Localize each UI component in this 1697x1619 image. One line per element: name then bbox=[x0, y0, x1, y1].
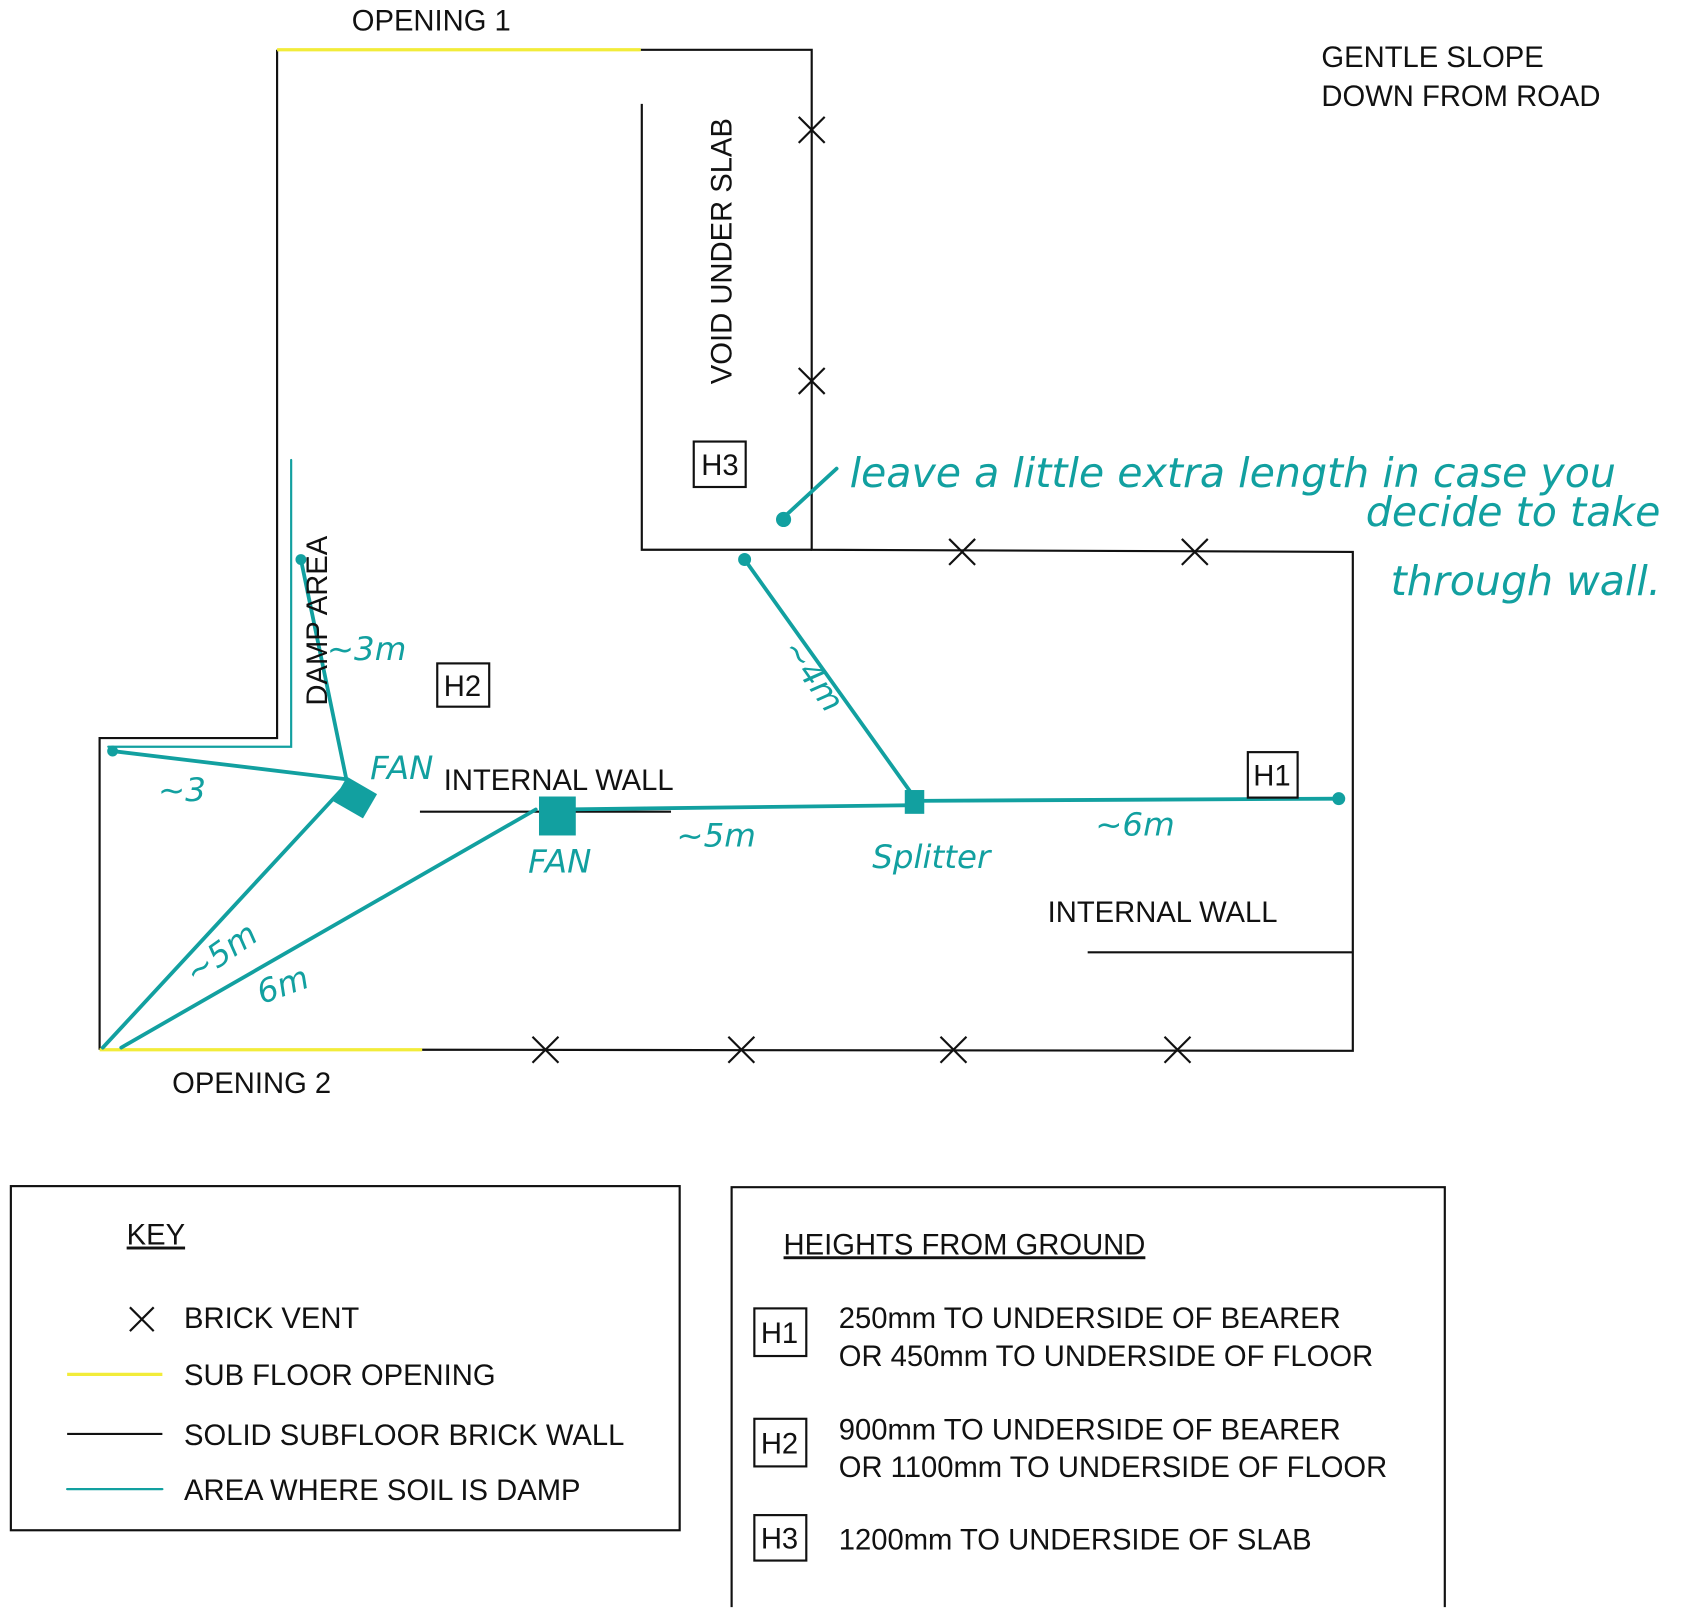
svg-text:H3: H3 bbox=[701, 450, 738, 482]
length-label: ~3m bbox=[327, 630, 406, 668]
key-item-label: SUB FLOOR OPENING bbox=[184, 1360, 496, 1392]
svg-text:H2: H2 bbox=[444, 671, 481, 703]
splitter-label: Splitter bbox=[872, 838, 993, 876]
ducting-lines bbox=[100, 466, 1346, 1050]
handwritten-note-line: decide to take bbox=[1366, 488, 1661, 536]
height-marker: H3 bbox=[761, 1524, 798, 1556]
key-title: KEY bbox=[127, 1220, 185, 1252]
height-desc: 1200mm TO UNDERSIDE OF SLAB bbox=[839, 1525, 1312, 1557]
brick-vent-icon bbox=[727, 1036, 756, 1064]
length-label: ~5m bbox=[676, 816, 755, 854]
brick-vent-icon bbox=[531, 1036, 560, 1064]
key-item-label: AREA WHERE SOIL IS DAMP bbox=[184, 1475, 581, 1507]
length-label: ~3 bbox=[158, 771, 206, 809]
x-mark-icon bbox=[129, 1306, 155, 1332]
brick-vent-icon bbox=[939, 1036, 968, 1064]
fan-label: FAN bbox=[370, 749, 433, 787]
handwritten-note-line: leave a little extra length in case you bbox=[850, 449, 1616, 497]
height-desc: OR 1100mm TO UNDERSIDE OF FLOOR bbox=[839, 1452, 1387, 1484]
height-marker-h2: H2 bbox=[436, 662, 491, 708]
brick-vent-icon bbox=[797, 116, 826, 144]
splitter-icon bbox=[904, 790, 925, 814]
damp-area-boundary bbox=[107, 458, 293, 748]
length-label: ~6m bbox=[1095, 805, 1174, 843]
slope-note-line: DOWN FROM ROAD bbox=[1321, 81, 1600, 113]
heights-title: HEIGHTS FROM GROUND bbox=[784, 1229, 1146, 1261]
height-marker: H1 bbox=[761, 1318, 798, 1350]
brick-vent-icon bbox=[1181, 538, 1209, 566]
length-label: ~4m bbox=[775, 632, 852, 719]
height-marker: H2 bbox=[761, 1428, 798, 1460]
svg-text:H1: H1 bbox=[1253, 761, 1290, 793]
height-desc: OR 450mm TO UNDERSIDE OF FLOOR bbox=[839, 1341, 1373, 1373]
opening-2-label: OPENING 2 bbox=[172, 1068, 331, 1100]
key-item-label: SOLID SUBFLOOR BRICK WALL bbox=[184, 1420, 624, 1452]
brick-vent-icon bbox=[948, 538, 976, 566]
length-label: ~5m bbox=[178, 915, 265, 992]
damp-area-label: DAMP AREA bbox=[302, 535, 334, 705]
slope-note-line: GENTLE SLOPE bbox=[1321, 42, 1543, 74]
key-legend: KEY BRICK VENT SUB FLOOR OPENING SOLID S… bbox=[9, 1185, 681, 1532]
handwritten-note-line: through wall. bbox=[1391, 557, 1661, 605]
brick-vents bbox=[531, 116, 1209, 1064]
fan-1-icon bbox=[332, 776, 378, 819]
heights-legend: HEIGHTS FROM GROUND H1 250mm TO UNDERSID… bbox=[730, 1186, 1446, 1608]
key-item-label: BRICK VENT bbox=[184, 1303, 359, 1335]
void-under-slab-label: VOID UNDER SLAB bbox=[707, 118, 739, 384]
height-desc: 900mm TO UNDERSIDE OF BEARER bbox=[839, 1414, 1341, 1446]
internal-wall-label: INTERNAL WALL bbox=[444, 765, 674, 797]
brick-vent-icon bbox=[1163, 1036, 1192, 1064]
internal-wall-label: INTERNAL WALL bbox=[1048, 897, 1278, 929]
fan-2-icon bbox=[538, 796, 576, 836]
fan-label: FAN bbox=[528, 842, 591, 880]
height-desc: 250mm TO UNDERSIDE OF BEARER bbox=[839, 1303, 1341, 1335]
brick-vent-icon bbox=[797, 367, 826, 395]
brick-walls bbox=[98, 48, 1354, 1052]
height-marker-h3: H3 bbox=[692, 440, 747, 489]
opening-1-label: OPENING 1 bbox=[352, 5, 511, 37]
height-marker-h1: H1 bbox=[1246, 751, 1299, 799]
